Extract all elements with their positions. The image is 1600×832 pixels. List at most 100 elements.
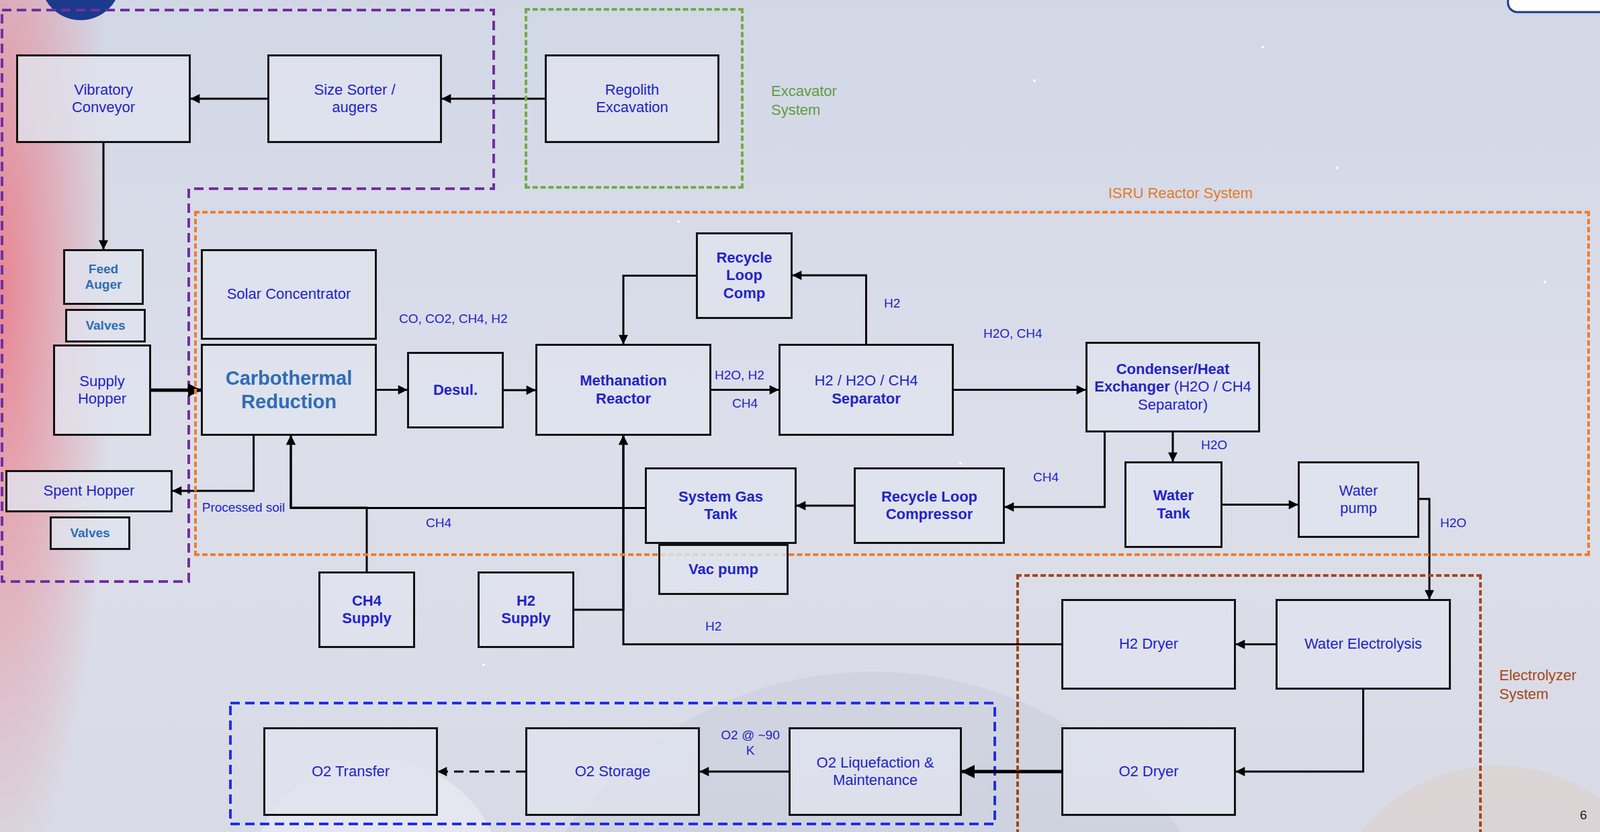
feed-system-region <box>2 10 494 582</box>
process-box: Methanation Reactor <box>535 343 712 436</box>
flow-arrow <box>796 505 854 508</box>
label-holder: H2O <box>1440 515 1481 532</box>
flow-label: H2O, H2 <box>714 368 777 384</box>
process-box: Water Electrolysis <box>1275 599 1451 690</box>
box-label: O2 Dryer <box>1067 763 1230 781</box>
box-label: Vibratory Conveyor <box>53 81 154 117</box>
text-wrap: Water Tank <box>1143 486 1204 523</box>
process-box: Water Tank <box>1124 461 1223 549</box>
region-heading: ISRU Reactor System <box>1108 184 1310 203</box>
label-holder: H2O, CH4 <box>983 326 1058 342</box>
box-label: Supply Hopper <box>71 372 133 409</box>
flow-arrow <box>441 98 545 101</box>
text-wrap: Size Sorter / augers <box>304 81 406 117</box>
process-box: O2 Liquefaction & Maintenance <box>788 727 962 817</box>
process-box: Recycle Loop Compressor <box>853 467 1005 545</box>
process-box: System Gas Tank <box>644 467 797 545</box>
text-wrap: Methanation Reactor <box>569 372 678 408</box>
box-label: H2 Dryer <box>1067 635 1230 653</box>
page-number: 6 <box>1579 808 1596 824</box>
flow-arrow <box>1235 689 1364 772</box>
flow-arrow <box>376 388 408 391</box>
label-holder: H2O <box>1201 437 1242 454</box>
label-holder: CH4 <box>732 396 773 412</box>
text-wrap: Desul. <box>413 381 498 399</box>
flow-label: H2O, CH4 <box>983 326 1058 342</box>
region-heading: Excavator System <box>771 81 866 119</box>
label-holder: CH4 <box>425 515 467 532</box>
text-wrap: H2 / H2O / CH4Separator <box>784 372 948 408</box>
region-heading: Electrolyzer System <box>1499 666 1594 704</box>
flow-arrow <box>1172 432 1175 462</box>
system-region: ISRU Reactor SystemRecycle Loop CompSola… <box>194 210 1590 557</box>
star <box>1335 166 1339 170</box>
process-box: Supply Hopper <box>53 344 152 436</box>
box-label: CH4 Supply <box>339 592 394 629</box>
flow-arrow <box>1222 503 1298 506</box>
text-wrap: Recycle Loop Comp <box>714 249 775 303</box>
process-box: Vibratory Conveyor <box>16 54 191 144</box>
box-label: Water Tank <box>1143 486 1204 523</box>
process-box: H2 Supply <box>477 571 575 649</box>
heading-holder: ISRU Reactor System <box>1108 184 1310 203</box>
heading-holder: Excavator System <box>771 81 866 119</box>
flow-arrow <box>151 388 201 393</box>
flow-label: CH4 <box>732 396 773 412</box>
process-box: Valves <box>49 516 131 551</box>
process-box: Size Sorter / augers <box>267 54 442 144</box>
flow-label: H2O <box>1440 515 1481 532</box>
flow-label: CO, CO2, CH4, H2 <box>398 311 547 328</box>
text-wrap: Solar Concentrator <box>206 285 371 303</box>
star <box>959 462 962 465</box>
process-box: Water pump <box>1297 461 1420 539</box>
flow-label: H2 <box>883 296 911 312</box>
box-label: H2 / H2O / CH4 <box>784 372 948 390</box>
process-box: O2 Storage <box>525 727 700 817</box>
process-box: H2 Dryer <box>1061 599 1236 690</box>
text-wrap: Carbothermal Reduction <box>218 366 360 414</box>
text-wrap: O2 Storage <box>531 763 694 781</box>
box-label: Separator <box>784 390 948 408</box>
star <box>677 220 680 224</box>
star <box>1261 45 1265 49</box>
text-wrap: O2 Liquefaction & Maintenance <box>794 754 956 790</box>
label-holder: H2 <box>883 296 911 312</box>
flow-arrow <box>953 388 1086 391</box>
text-wrap: Water pump <box>1328 482 1390 518</box>
text-wrap: Spent Hopper <box>11 482 167 500</box>
label-holder: 6 <box>1579 808 1596 824</box>
flow-arrow <box>574 435 624 610</box>
label-holder: O2 @ ~90 K <box>718 728 782 760</box>
text-wrap: Supply Hopper <box>71 372 133 409</box>
text-wrap: Vac pump <box>664 560 783 579</box>
process-box: Solar Concentrator <box>200 249 377 340</box>
box-label: Water pump <box>1328 482 1390 518</box>
heading-holder: Electrolyzer System <box>1499 666 1594 704</box>
flow-arrow <box>792 275 867 344</box>
flow-arrow <box>1419 499 1430 600</box>
box-label: Vac pump <box>664 560 783 579</box>
box-label: O2 Liquefaction & Maintenance <box>794 754 956 790</box>
text-wrap: Recycle Loop Compressor <box>875 488 984 524</box>
flow-label: CH4 <box>425 515 467 532</box>
text-wrap: Condenser/Heat Exchanger(H2O / CH4 Separ… <box>1091 360 1255 414</box>
text-wrap: O2 Transfer <box>269 763 432 781</box>
text-wrap: System Gas Tank <box>673 488 768 524</box>
flow-arrow <box>503 389 536 392</box>
label-holder: H2 <box>705 619 733 635</box>
planet <box>497 671 1250 832</box>
system-region: Electrolyzer SystemH2 DryerWater Electro… <box>1016 574 1482 832</box>
flow-arrow <box>623 435 1062 645</box>
box-label: Valves <box>71 318 140 334</box>
oxygen-storage-region <box>230 703 995 825</box>
text-wrap: CH4 Supply <box>339 592 394 629</box>
text-wrap: Feed Auger <box>82 261 125 293</box>
text-wrap: H2 Dryer <box>1067 635 1230 653</box>
box-label: Desul. <box>413 381 498 399</box>
flow-label: H2O <box>1201 437 1242 454</box>
star <box>1543 280 1547 284</box>
process-box: Spent Hopper <box>5 470 173 513</box>
label-holder: Processed soil <box>201 500 286 516</box>
